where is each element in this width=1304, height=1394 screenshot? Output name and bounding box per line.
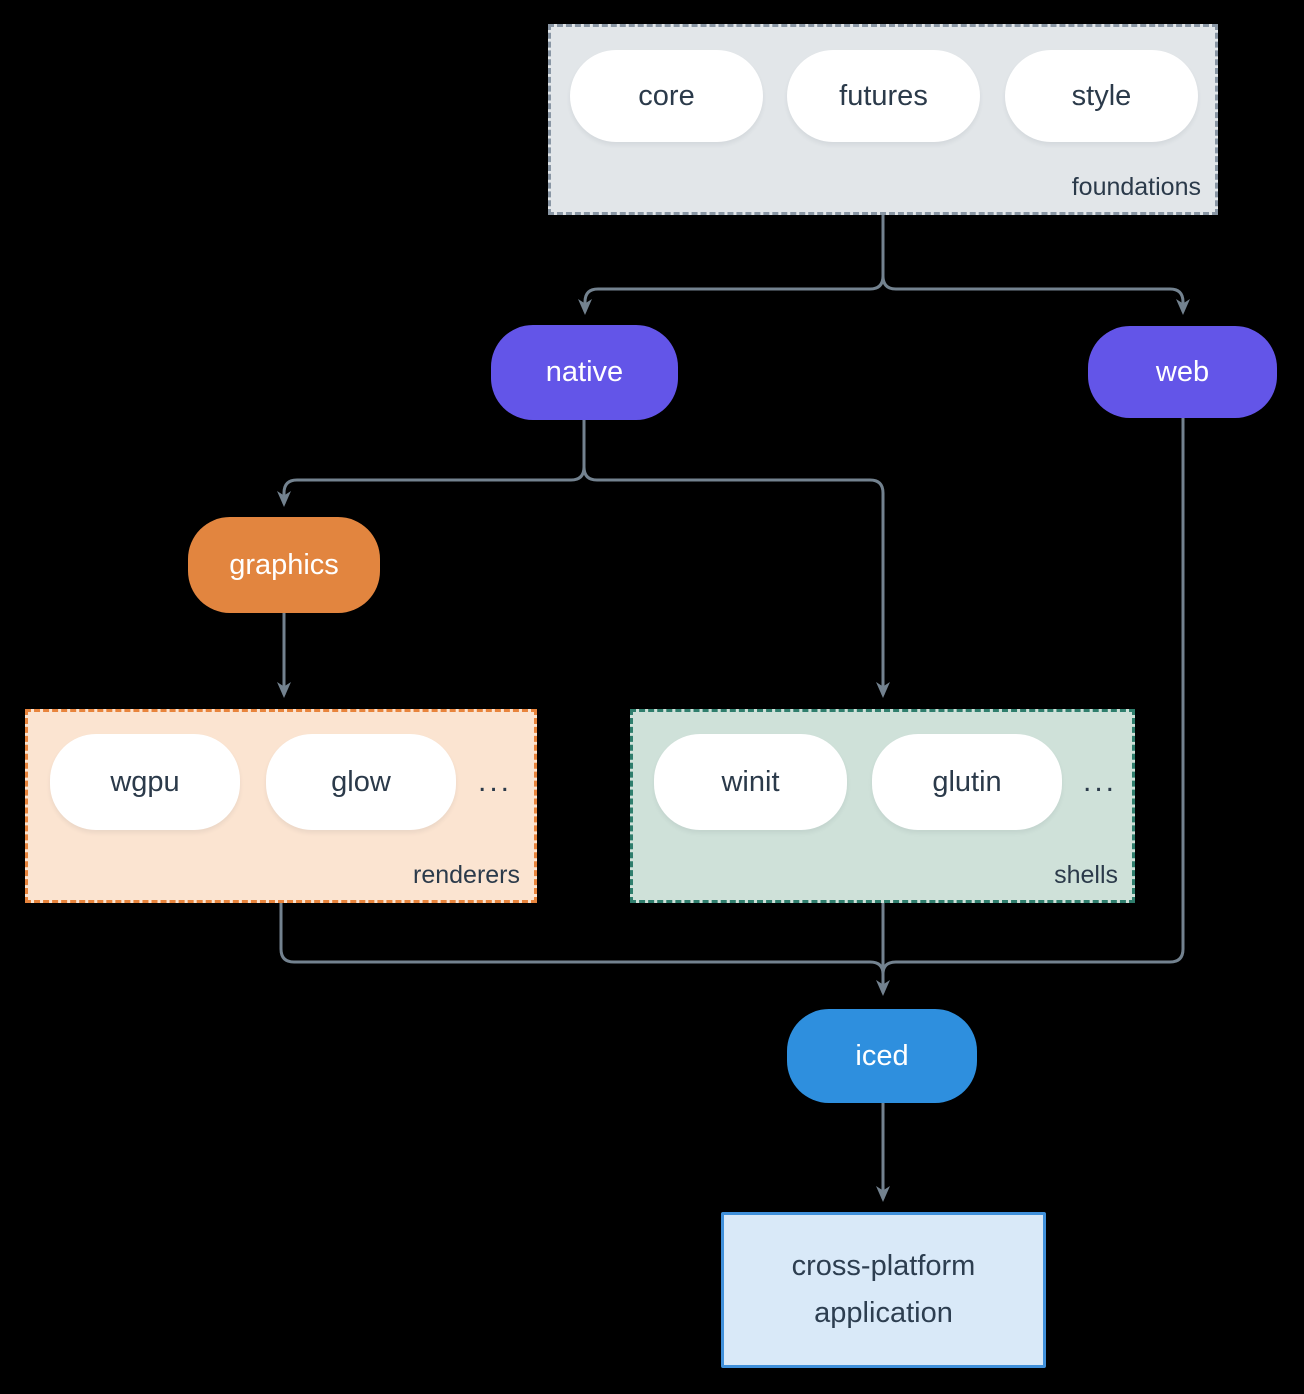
edge-native-shells [582, 420, 890, 698]
application-label-line2: application [814, 1297, 953, 1329]
renderers-ellipsis: ... [477, 765, 512, 798]
group-renderers: wgpu glow ... renderers [25, 709, 537, 903]
edge-foundations-native [578, 215, 885, 315]
node-native-label: native [545, 356, 624, 388]
node-graphics-label: graphics [229, 548, 339, 581]
node-web-label: web [1155, 355, 1210, 388]
edge-foundations-web [881, 215, 1190, 315]
node-glutin-label: glutin [932, 765, 1002, 798]
shells-ellipsis: ... [1082, 765, 1117, 798]
node-graphics: graphics [188, 517, 380, 613]
node-style: style [1005, 50, 1198, 142]
node-futures: futures [787, 50, 980, 142]
group-foundations-label: foundations [1071, 173, 1201, 201]
group-foundations: core futures style foundations [548, 24, 1218, 215]
node-iced: iced [787, 1009, 977, 1103]
group-shells-label: shells [1054, 861, 1118, 889]
node-futures-label: futures [839, 79, 928, 112]
application-label-line1: cross-platform [791, 1250, 976, 1282]
node-web: web [1088, 326, 1277, 418]
node-wgpu: wgpu [50, 734, 240, 830]
node-wgpu-label: wgpu [110, 765, 180, 798]
node-core-label: core [638, 79, 695, 112]
node-style-label: style [1071, 79, 1132, 112]
group-renderers-label: renderers [413, 861, 520, 889]
node-glow: glow [266, 734, 456, 830]
group-shells: winit glutin ... shells [630, 709, 1135, 903]
edge-renderers-iced [279, 903, 885, 975]
node-cross-platform-application: cross-platform application [721, 1212, 1046, 1368]
node-iced-label: iced [855, 1039, 909, 1072]
node-winit-label: winit [721, 765, 780, 798]
node-glutin: glutin [872, 734, 1062, 830]
node-winit: winit [654, 734, 847, 830]
node-native: native [491, 325, 678, 420]
edge-native-graphics [277, 420, 586, 507]
node-glow-label: glow [331, 765, 391, 798]
node-core: core [570, 50, 763, 142]
